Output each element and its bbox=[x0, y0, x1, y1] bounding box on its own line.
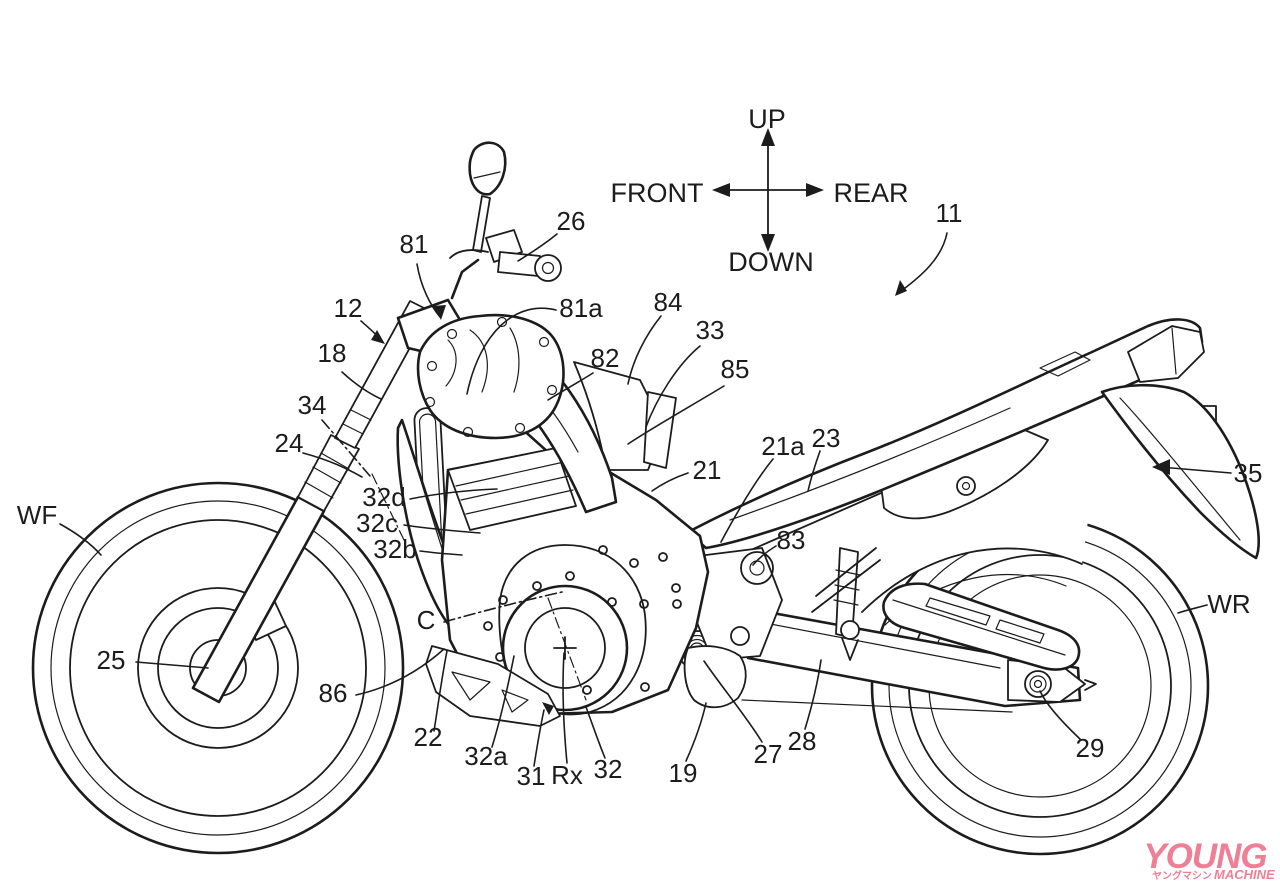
callout-83: 83 bbox=[777, 525, 806, 555]
callout-35: 35 bbox=[1234, 458, 1263, 488]
callout-rx: Rx bbox=[551, 760, 583, 790]
arrowhead-35 bbox=[1152, 459, 1170, 475]
logo-machine-text: MACHINE bbox=[1214, 867, 1275, 882]
callout-23: 23 bbox=[812, 423, 841, 453]
arrowhead-12 bbox=[371, 330, 385, 344]
arrow-down-icon bbox=[761, 234, 775, 252]
head-cover bbox=[416, 313, 565, 440]
callout-82: 82 bbox=[591, 343, 620, 373]
fork-slider bbox=[191, 495, 326, 704]
bar-end bbox=[534, 254, 562, 282]
callout-29: 29 bbox=[1076, 733, 1105, 763]
arrowhead-81 bbox=[433, 305, 446, 320]
mirror-stem bbox=[472, 195, 491, 253]
callout-84: 84 bbox=[654, 287, 683, 317]
callout-24: 24 bbox=[275, 428, 304, 458]
handlebar-grip bbox=[497, 251, 541, 277]
callout-86: 86 bbox=[319, 678, 348, 708]
callout-81: 81 bbox=[400, 229, 429, 259]
callout-labels: 11 26 81 12 81a 18 82 34 24 84 33 85 21 … bbox=[17, 198, 1263, 791]
callout-wr: WR bbox=[1207, 589, 1250, 619]
callout-31: 31 bbox=[517, 761, 546, 791]
rear-shock bbox=[811, 547, 881, 661]
callout-32c: 32c bbox=[356, 508, 398, 538]
arrowhead-11 bbox=[895, 280, 907, 296]
callout-27: 27 bbox=[754, 739, 783, 769]
brake-lever bbox=[449, 249, 489, 259]
callout-18: 18 bbox=[318, 338, 347, 368]
swingarm bbox=[741, 606, 1097, 713]
rear-rack bbox=[1127, 325, 1205, 383]
fork-boot bbox=[297, 434, 360, 512]
callout-22: 22 bbox=[414, 722, 443, 752]
callout-12: 12 bbox=[334, 293, 363, 323]
callout-32a: 32a bbox=[464, 741, 508, 771]
callout-wf: WF bbox=[17, 500, 57, 530]
callout-32b: 32b bbox=[373, 534, 416, 564]
arrow-front-icon bbox=[712, 183, 730, 197]
arrowhead-31 bbox=[542, 702, 554, 715]
clutch-cover bbox=[501, 584, 629, 712]
seat-tail bbox=[686, 318, 1260, 560]
callout-19: 19 bbox=[669, 758, 698, 788]
callout-c: C bbox=[417, 605, 436, 635]
compass-down-label: DOWN bbox=[728, 247, 813, 277]
callout-25: 25 bbox=[97, 645, 126, 675]
mirror bbox=[468, 141, 507, 196]
head-cover-bolts bbox=[424, 316, 558, 438]
callout-85: 85 bbox=[721, 354, 750, 384]
chain-guard bbox=[882, 582, 1081, 671]
logo-young-text: YOUNG bbox=[1143, 837, 1267, 876]
callout-21a: 21a bbox=[761, 431, 805, 461]
callout-21: 21 bbox=[693, 455, 722, 485]
engine bbox=[440, 446, 710, 716]
engine-bolts bbox=[483, 545, 682, 695]
callout-34: 34 bbox=[298, 390, 327, 420]
handlebar-assembly bbox=[449, 141, 562, 300]
steering-axis-line bbox=[371, 473, 405, 541]
compass-rear-label: REAR bbox=[833, 178, 908, 208]
arrow-up-icon bbox=[761, 128, 775, 146]
callout-26: 26 bbox=[557, 206, 586, 236]
compass-up-label: UP bbox=[748, 104, 786, 134]
axle-adjuster bbox=[1084, 679, 1097, 691]
callout-32: 32 bbox=[594, 754, 623, 784]
crank-center-mark bbox=[553, 636, 577, 660]
callout-81a: 81a bbox=[559, 293, 603, 323]
leader-lines bbox=[59, 232, 1232, 767]
callout-32d: 32d bbox=[362, 482, 405, 512]
callout-11: 11 bbox=[936, 198, 963, 228]
compass-front-label: FRONT bbox=[611, 178, 704, 208]
callout-28: 28 bbox=[788, 726, 817, 756]
orientation-compass: UP FRONT REAR DOWN bbox=[611, 104, 909, 277]
front-wheel bbox=[31, 481, 405, 855]
callout-33: 33 bbox=[696, 315, 725, 345]
arrow-rear-icon bbox=[806, 183, 824, 197]
young-machine-logo: YOUNG ヤングマシン MACHINE bbox=[1143, 837, 1275, 882]
logo-katakana-text: ヤングマシン bbox=[1152, 869, 1212, 882]
